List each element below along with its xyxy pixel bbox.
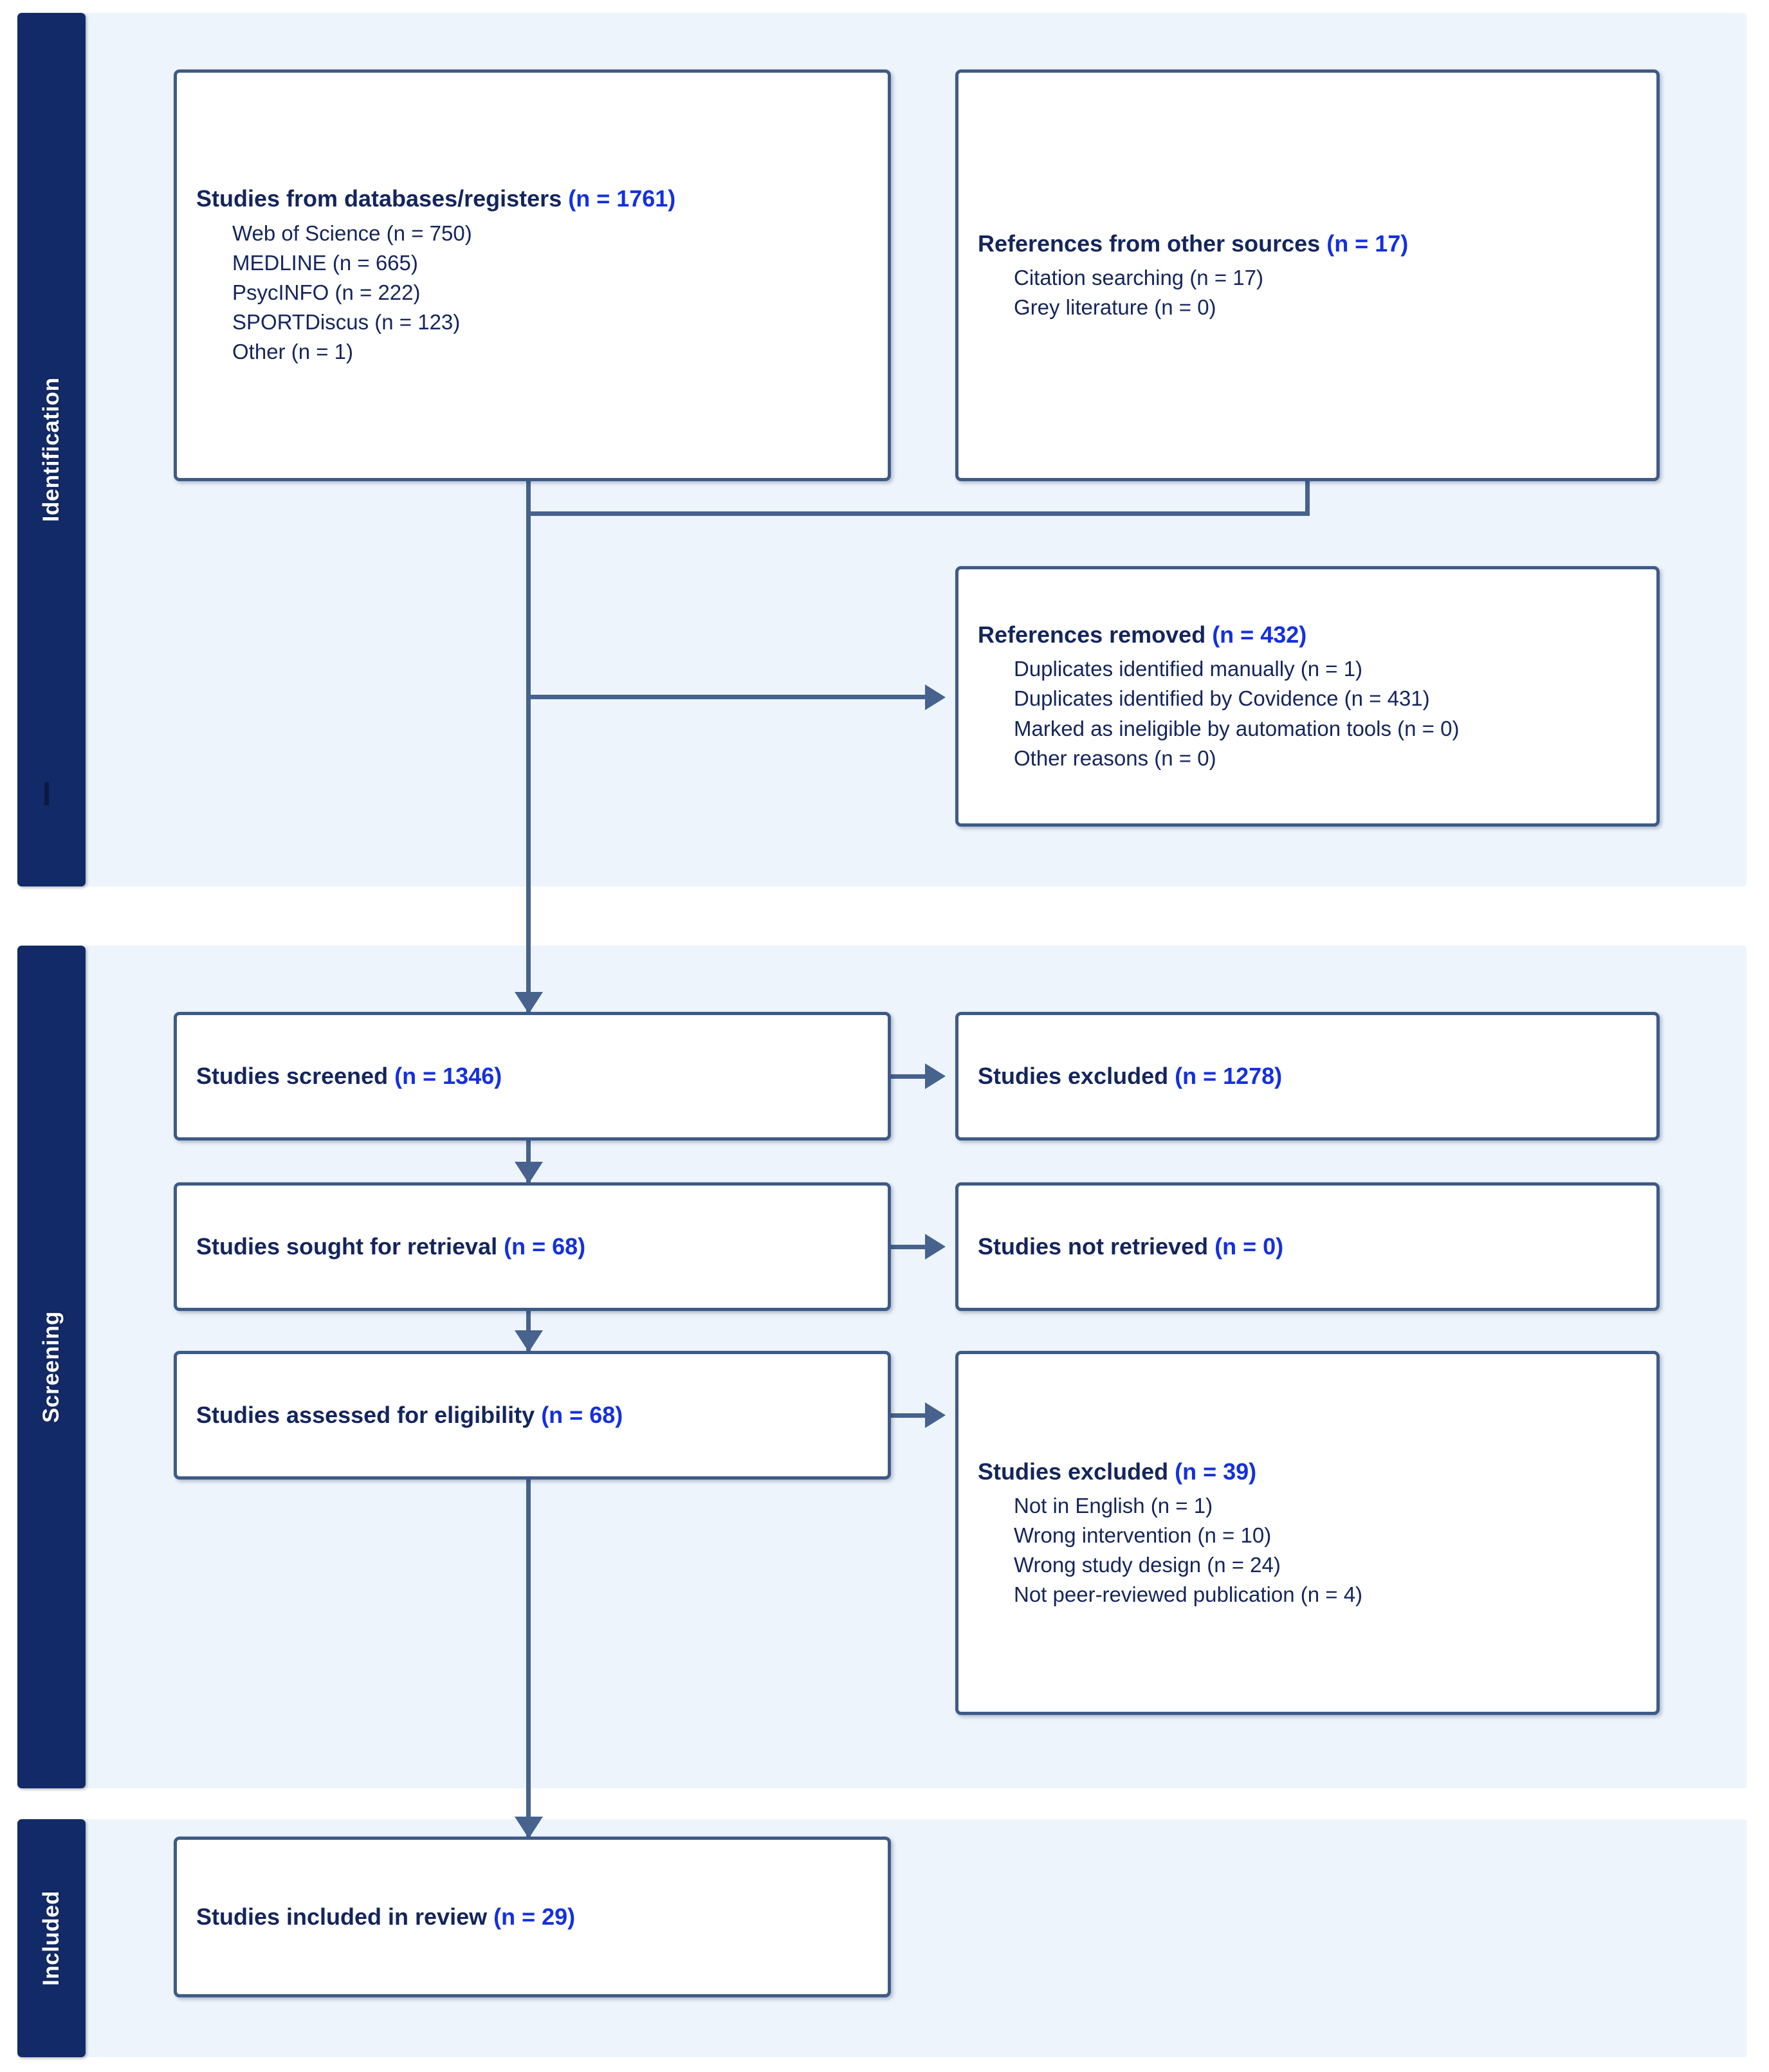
- stage-label-identification: Identification: [39, 377, 64, 522]
- list-item: Duplicates identified by Covidence (n = …: [1014, 686, 1430, 711]
- connector-to-references-removed: [526, 695, 928, 699]
- box-references-removed[interactable]: References removed (n = 432) Duplicates …: [955, 566, 1660, 827]
- arrowhead-right-to-references-removed: [925, 684, 946, 710]
- strip-tick-mark: [44, 782, 49, 805]
- box-studies-excluded-screening[interactable]: Studies excluded (n = 1278): [955, 1012, 1660, 1141]
- list-item: PsycINFO (n = 222): [232, 280, 421, 305]
- arrowhead-down-to-studies-sought: [515, 1162, 543, 1184]
- arrowhead-down-to-studies-screened: [515, 992, 543, 1014]
- box-sublist: Web of Science (n = 750) MEDLINE (n = 66…: [196, 219, 874, 367]
- box-headline-count: (n = 1278): [1175, 1062, 1283, 1089]
- box-studies-sought-for-retrieval[interactable]: Studies sought for retrieval (n = 68): [174, 1182, 891, 1311]
- box-headline-text: Studies assessed for eligibility: [196, 1401, 542, 1428]
- box-studies-assessed-for-eligibility[interactable]: Studies assessed for eligibility (n = 68…: [174, 1351, 891, 1480]
- connector-other-sources-stub: [1305, 481, 1310, 516]
- box-headline-count: (n = 432): [1212, 621, 1307, 648]
- box-references-from-other-sources[interactable]: References from other sources (n = 17) C…: [955, 69, 1660, 481]
- box-headline: Studies included in review (n = 29): [196, 1902, 874, 1932]
- list-item: Not in English (n = 1): [1014, 1493, 1213, 1517]
- arrowhead-right-to-studies-excluded-1: [925, 1063, 946, 1089]
- box-studies-excluded-eligibility[interactable]: Studies excluded (n = 39) Not in English…: [955, 1351, 1660, 1715]
- box-headline-text: Studies included in review: [196, 1903, 494, 1930]
- box-content: Studies excluded (n = 39) Not in English…: [958, 1456, 1656, 1610]
- box-headline: References removed (n = 432): [978, 619, 1642, 650]
- box-headline-text: Studies excluded: [978, 1458, 1175, 1485]
- list-item: Not peer-reviewed publication (n = 4): [1014, 1582, 1363, 1607]
- box-headline-text: Studies from databases/registers: [196, 185, 569, 212]
- box-headline: Studies assessed for eligibility (n = 68…: [196, 1400, 874, 1431]
- box-headline-text: Studies screened: [196, 1062, 395, 1089]
- connector-to-studies-not-retrieved: [891, 1245, 928, 1249]
- box-content: Studies screened (n = 1346): [177, 1061, 888, 1092]
- list-item: Duplicates identified manually (n = 1): [1014, 657, 1363, 681]
- box-content: Studies not retrieved (n = 0): [958, 1231, 1656, 1262]
- arrowhead-right-to-studies-excluded-2: [925, 1402, 946, 1428]
- list-item: SPORTDiscus (n = 123): [232, 310, 461, 335]
- box-studies-from-databases[interactable]: Studies from databases/registers (n = 17…: [174, 69, 891, 481]
- list-item: Other (n = 1): [232, 340, 353, 364]
- box-studies-included-in-review[interactable]: Studies included in review (n = 29): [174, 1837, 891, 1997]
- box-studies-screened[interactable]: Studies screened (n = 1346): [174, 1012, 891, 1141]
- box-content: References removed (n = 432) Duplicates …: [958, 619, 1656, 773]
- list-item: Marked as ineligible by automation tools…: [1014, 716, 1460, 740]
- box-headline: Studies not retrieved (n = 0): [978, 1231, 1642, 1262]
- box-headline-count: (n = 29): [493, 1903, 576, 1930]
- list-item: Wrong study design (n = 24): [1014, 1553, 1281, 1577]
- box-studies-not-retrieved[interactable]: Studies not retrieved (n = 0): [955, 1182, 1660, 1311]
- box-content: Studies sought for retrieval (n = 68): [177, 1231, 888, 1262]
- box-headline: Studies sought for retrieval (n = 68): [196, 1231, 874, 1262]
- stage-label-included: Included: [39, 1891, 64, 1986]
- stage-strip-included: Included: [17, 1819, 86, 2057]
- box-content: Studies excluded (n = 1278): [958, 1061, 1656, 1092]
- box-headline-text: References removed: [978, 621, 1213, 648]
- list-item: Citation searching (n = 17): [1014, 265, 1263, 289]
- box-headline-count: (n = 39): [1175, 1458, 1257, 1485]
- box-headline: Studies excluded (n = 39): [978, 1456, 1642, 1487]
- box-headline-text: References from other sources: [978, 230, 1327, 257]
- list-item: Web of Science (n = 750): [232, 221, 472, 245]
- stage-strip-screening: Screening: [17, 946, 86, 1788]
- box-content: Studies included in review (n = 29): [177, 1902, 888, 1932]
- box-headline-text: Studies sought for retrieval: [196, 1233, 504, 1260]
- arrowhead-down-to-studies-assessed: [515, 1330, 543, 1352]
- box-headline-count: (n = 0): [1214, 1233, 1284, 1260]
- stage-label-screening: Screening: [39, 1311, 64, 1423]
- box-sublist: Not in English (n = 1) Wrong interventio…: [978, 1491, 1642, 1610]
- box-headline-count: (n = 17): [1326, 230, 1409, 257]
- box-content: References from other sources (n = 17) C…: [958, 228, 1656, 323]
- box-headline-count: (n = 68): [504, 1233, 586, 1260]
- connector-to-studies-excluded-1: [891, 1074, 928, 1079]
- list-item: Wrong intervention (n = 10): [1014, 1523, 1272, 1547]
- connector-screened-to-sought: [526, 1141, 531, 1182]
- box-content: Studies assessed for eligibility (n = 68…: [177, 1400, 888, 1431]
- list-item: Grey literature (n = 0): [1014, 295, 1216, 320]
- stage-strip-identification: Identification: [17, 13, 86, 886]
- connector-to-studies-excluded-2: [891, 1413, 928, 1418]
- box-headline: Studies screened (n = 1346): [196, 1061, 874, 1092]
- list-item: Other reasons (n = 0): [1014, 746, 1216, 770]
- box-headline-count: (n = 1761): [568, 185, 676, 212]
- box-headline: Studies excluded (n = 1278): [978, 1061, 1642, 1092]
- arrowhead-down-to-studies-included: [515, 1817, 543, 1838]
- box-headline-text: Studies not retrieved: [978, 1233, 1215, 1260]
- connector-assessed-to-included: [526, 1480, 531, 1837]
- box-headline-count: (n = 68): [541, 1401, 623, 1428]
- box-headline-count: (n = 1346): [394, 1062, 502, 1089]
- box-sublist: Duplicates identified manually (n = 1) D…: [978, 654, 1642, 773]
- arrowhead-right-to-studies-not-retrieved: [925, 1234, 946, 1260]
- box-headline-text: Studies excluded: [978, 1062, 1175, 1089]
- box-content: Studies from databases/registers (n = 17…: [177, 183, 888, 367]
- box-sublist: Citation searching (n = 17) Grey literat…: [978, 263, 1642, 322]
- list-item: MEDLINE (n = 665): [232, 250, 418, 275]
- box-headline: Studies from databases/registers (n = 17…: [196, 183, 874, 214]
- box-headline: References from other sources (n = 17): [978, 228, 1642, 259]
- connector-identification-spine: [526, 481, 531, 1012]
- connector-merge-bar: [526, 511, 1310, 516]
